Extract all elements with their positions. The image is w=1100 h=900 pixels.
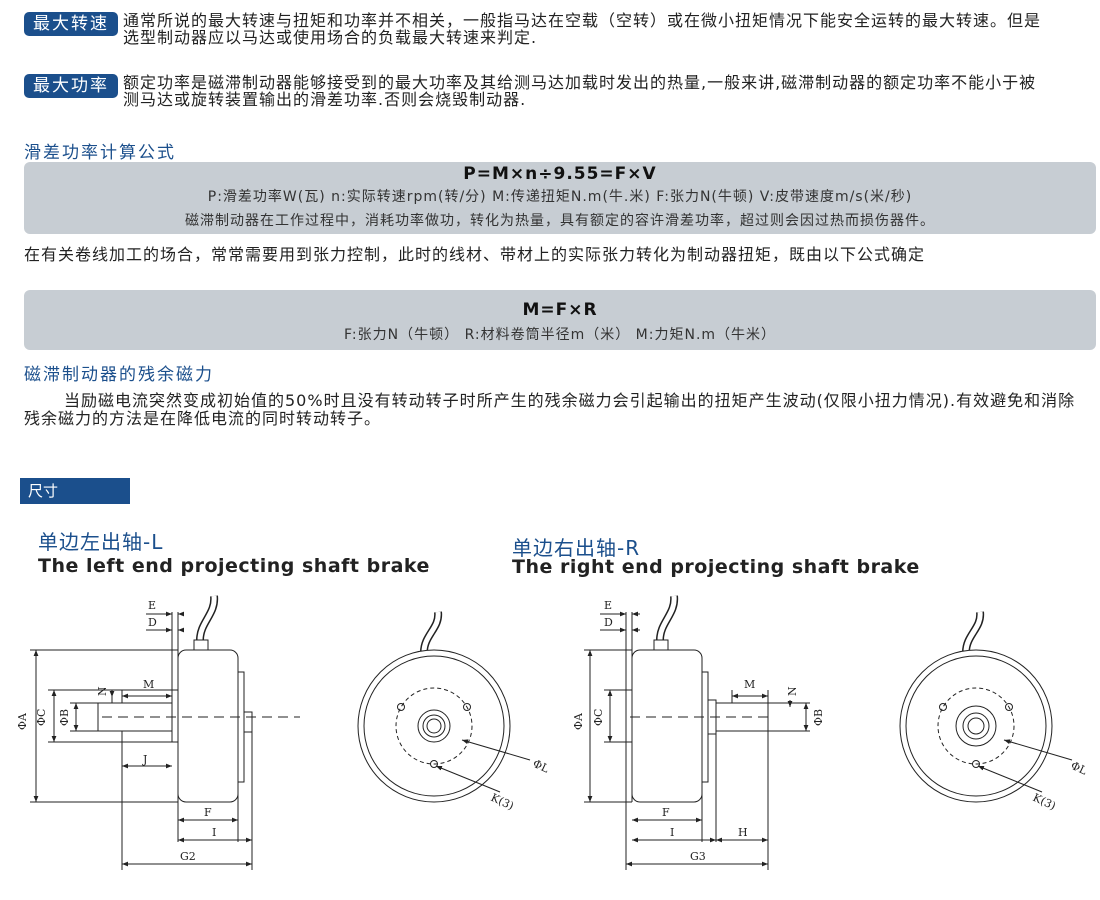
max-power-text: 额定功率是磁滞制动器能够接受到的最大功率及其给测马达加载时发出的热量,一般来讲,… [123, 73, 1037, 109]
right-dim-I: I [670, 826, 674, 839]
residual-title: 磁滞制动器的残余磁力 [24, 365, 214, 385]
right-dim-L: ΦL [1069, 759, 1090, 778]
left-dim-I: I [212, 826, 216, 839]
right-dim-H: H [738, 826, 748, 839]
left-dim-K: K(3) [489, 791, 516, 813]
left-dim-E: E [148, 599, 156, 612]
left-dim-A: ΦA [16, 712, 29, 730]
right-front-view [899, 611, 1073, 803]
right-dim-K: K(3) [1031, 791, 1058, 813]
torque-formula: M=F×R [522, 300, 598, 320]
right-dim-E: E [604, 599, 612, 612]
right-dim-C: ΦC [592, 709, 605, 726]
slip-formula-note: 磁滞制动器在工作过程中，消耗功率做功，转化为热量，具有额定的容许滑差功率，超过则… [185, 213, 935, 229]
slip-formula-box: P=M×n÷9.55=F×V P:滑差功率W(瓦) n:实际转速rpm(转/分)… [24, 162, 1096, 234]
right-dim-D: D [604, 616, 613, 629]
right-dim-A: ΦA [572, 712, 585, 730]
torque-formula-box: M=F×R F:张力N（牛顿） R:材料卷筒半径m（米） M:力矩N.m（牛米） [24, 290, 1096, 350]
left-brake-title-en: The left end projecting shaft brake [38, 555, 430, 577]
slip-formula: P=M×n÷9.55=F×V [463, 164, 657, 184]
max-power-tag: 最大功率 [24, 74, 118, 98]
left-dim-D: D [148, 616, 157, 629]
winding-text: 在有关卷线加工的场合，常常需要用到张力控制，此时的线材、带材上的实际张力转化为制… [24, 245, 926, 264]
max-speed-tag: 最大转速 [24, 12, 118, 36]
left-dim-L: ΦL [531, 757, 552, 776]
left-dim-G2: G2 [180, 850, 196, 863]
right-dim-B: ΦB [812, 709, 825, 726]
left-brake-title-cn: 单边左出轴-L [38, 530, 164, 554]
right-dim-G3: G3 [690, 850, 706, 863]
left-dim-C: ΦC [35, 709, 48, 726]
right-brake-title-en: The right end projecting shaft brake [512, 556, 920, 578]
right-brake-title-cn: 单边右出轴-R [512, 536, 641, 560]
right-dim-M: M [744, 678, 755, 691]
max-power-block: 最大功率额定功率是磁滞制动器能够接受到的最大功率及其给测马达加载时发出的热量,一… [24, 74, 1084, 108]
left-dim-M: M [143, 678, 154, 691]
max-speed-text: 通常所说的最大转速与扭矩和功率并不相关，一般指马达在空载（空转）或在微小扭矩情况… [123, 11, 1042, 47]
left-dim-N: N [96, 686, 109, 696]
left-dim-J: J [142, 753, 147, 766]
left-side-view [30, 595, 300, 870]
right-dim-F: F [662, 806, 670, 819]
left-dim-F: F [204, 806, 212, 819]
torque-formula-legend: F:张力N（牛顿） R:材料卷筒半径m（米） M:力矩N.m（牛米） [343, 327, 777, 343]
residual-text: 当励磁电流突然变成初始值的50%时且没有转动转子时所产生的残余磁力会引起输出的扭… [24, 391, 1076, 428]
right-side-view [584, 595, 810, 870]
left-front-view [357, 611, 531, 803]
left-dim-B: ΦB [58, 709, 71, 726]
right-dim-N: N [786, 686, 799, 696]
slip-formula-legend: P:滑差功率W(瓦) n:实际转速rpm(转/分) M:传递扭矩N.m(牛.米)… [207, 189, 913, 205]
dimensions-tab: 尺寸 [20, 478, 130, 504]
max-speed-block: 最大转速通常所说的最大转速与扭矩和功率并不相关，一般指马达在空载（空转）或在微小… [24, 12, 1084, 46]
slip-formula-title: 滑差功率计算公式 [24, 143, 176, 163]
